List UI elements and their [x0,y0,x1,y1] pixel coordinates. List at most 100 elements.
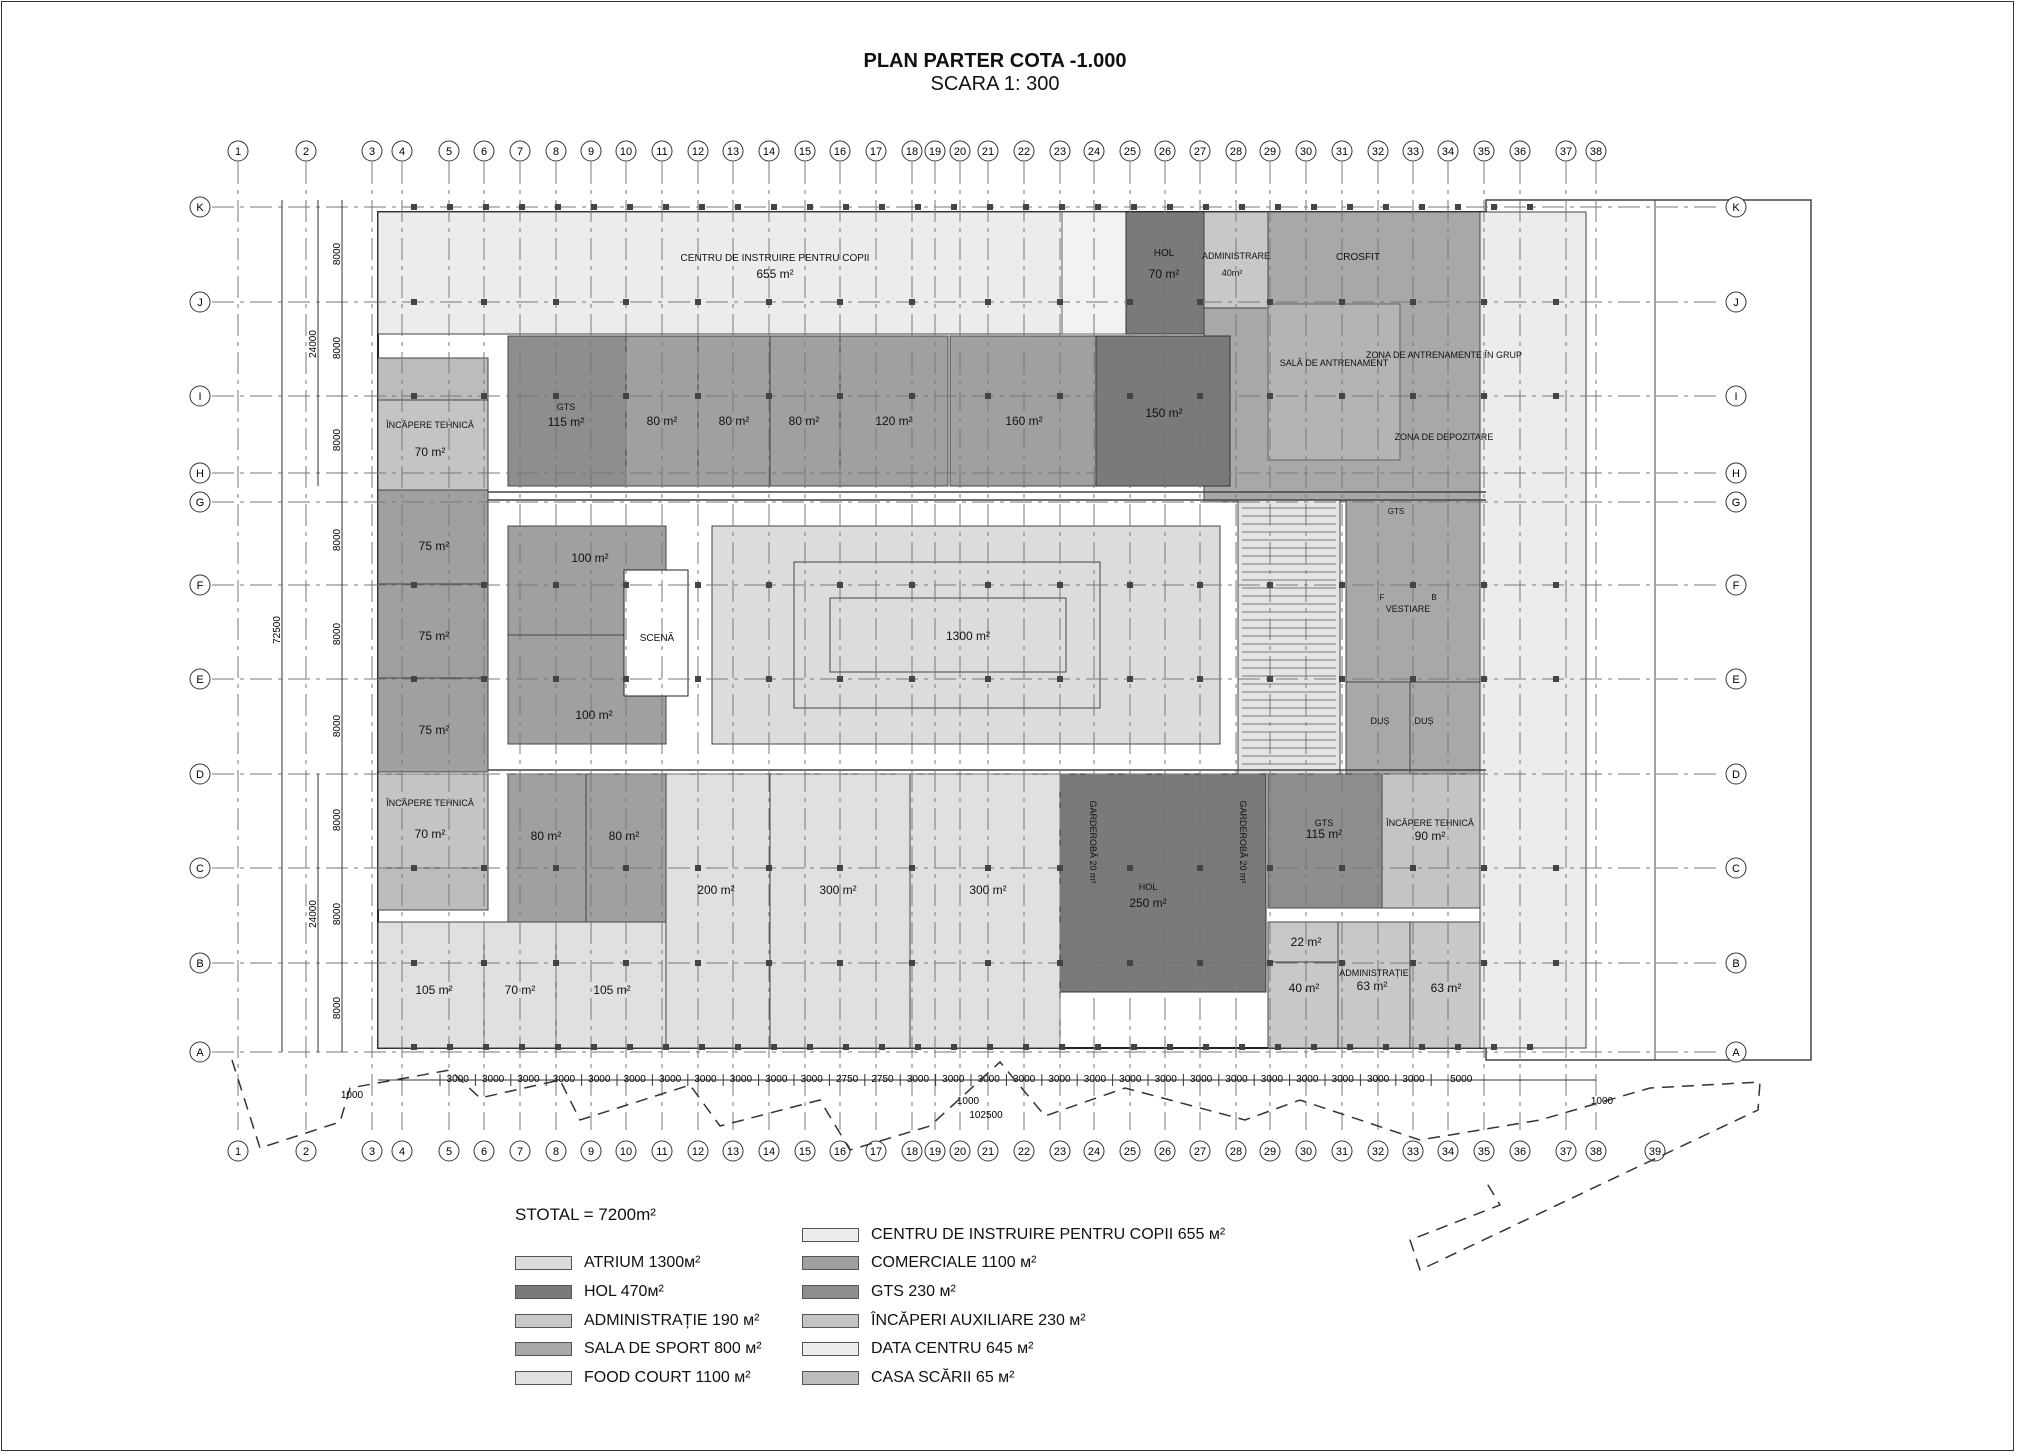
pillar [699,1044,705,1050]
label-40: 40 m² [1289,981,1320,995]
legend-label: GTS 230 м² [871,1283,956,1300]
column-marker-bottom: 24 [1083,1140,1105,1162]
column-label: 6 [481,1146,487,1158]
row-label: K [196,202,204,214]
pillar [837,676,843,682]
column-marker-top: 35 [1473,140,1495,162]
dimension-label: 3000 [1155,1074,1178,1085]
pillar [879,204,885,210]
label-gts-bottom: GTS [1315,818,1334,828]
room-admin-group [1267,921,1481,1049]
pillar [1553,393,1559,399]
pillar [837,960,843,966]
column-marker-bottom: 12 [687,1140,709,1162]
pillar [553,865,559,871]
label-garderoba2: GARDEROBĂ 20 m² [1238,800,1248,883]
row-label: B [196,958,203,970]
room-centru [377,211,1063,335]
dimension-label: 3000 [1296,1074,1319,1085]
row-label: B [1732,958,1739,970]
column-label: 30 [1300,1146,1312,1158]
pillar [1311,204,1317,210]
label-hol-bottom: HOL [1139,882,1158,892]
pillar [1095,204,1101,210]
column-label: 37 [1560,1146,1572,1158]
pillar [915,1044,921,1050]
column-marker-top: 5 [438,140,460,162]
legend-label: CENTRU DE INSTRUIRE PENTRU COPII 655 м² [871,1226,1226,1243]
column-marker-top: 23 [1049,140,1071,162]
column-label: 35 [1478,1146,1490,1158]
column-label: 1 [235,146,241,158]
pillar [695,393,701,399]
column-marker-top: 3 [361,140,383,162]
pillar [1419,1044,1425,1050]
dimension-mid: 1000 [957,1096,980,1107]
pillar [1527,1044,1533,1050]
column-label: 34 [1442,1146,1454,1158]
label-hol-bottom-area: 250 m² [1129,896,1166,910]
room-gts-bottom [1267,773,1383,909]
pillar [1197,299,1203,305]
pillar [985,960,991,966]
column-marker-bottom: 23 [1049,1140,1071,1162]
row-label: C [1732,863,1740,875]
column-label: 9 [588,146,594,158]
column-marker-bottom: 21 [977,1140,999,1162]
row-marker: F [189,574,211,596]
pillar [1131,1044,1137,1050]
row-marker: G [1725,491,1747,513]
legend-item: HOL 470м² [515,1282,664,1302]
row-marker: B [189,952,211,974]
dimension-edge-left: 1000 [341,1090,364,1101]
legend-item: GTS 230 м² [802,1282,956,1302]
pillar [987,1044,993,1050]
pillar [909,960,915,966]
legend-label: FOOD COURT 1100 м² [584,1369,751,1386]
pillar [1491,1044,1497,1050]
label-150: 150 m² [1145,406,1182,420]
column-marker-top: 30 [1295,140,1317,162]
legend-label: ÎNCĂPERI AUXILIARE 230 м² [871,1312,1086,1329]
row-marker: I [1725,385,1747,407]
pillar [843,1044,849,1050]
pillar [1455,204,1461,210]
dimension-label: 3000 [624,1074,647,1085]
legend-item: ADMINISTRAȚIE 190 м² [515,1311,759,1331]
column-label: 36 [1514,1146,1526,1158]
column-marker-top: 8 [545,140,567,162]
label-tehnica1: ÎNCĂPERE TEHNICĂ [385,420,474,430]
column-label: 22 [1018,1146,1030,1158]
label-80d: 80 m² [531,829,562,843]
column-marker-top: 38 [1585,140,1607,162]
pillar [623,865,629,871]
pillar [1127,582,1133,588]
column-marker-top: 4 [391,140,413,162]
row-marker: C [1725,857,1747,879]
pillar [985,393,991,399]
column-label: 37 [1560,146,1572,158]
pillar [553,676,559,682]
pillar [1311,1044,1317,1050]
dimension-label: 3000 [765,1074,788,1085]
pillar [411,865,417,871]
pillar [695,865,701,871]
pillar [1023,204,1029,210]
pillar [1553,676,1559,682]
column-marker-bottom: 39 [1644,1140,1666,1162]
pillar [837,582,843,588]
pillar [1197,865,1203,871]
label-75b: 75 m² [419,629,450,643]
legend-item: SALA DE SPORT 800 м² [515,1339,762,1359]
label-160: 160 m² [1005,414,1042,428]
legend-item: DATA CENTRU 645 м² [802,1339,1033,1359]
pillar [735,204,741,210]
pillar [1339,299,1345,305]
column-marker-bottom: 27 [1189,1140,1211,1162]
pillar [1275,1044,1281,1050]
room-tehnica3 [1381,773,1481,909]
row-label: A [196,1047,204,1059]
label-22: 22 m² [1291,935,1322,949]
pillar [1127,960,1133,966]
